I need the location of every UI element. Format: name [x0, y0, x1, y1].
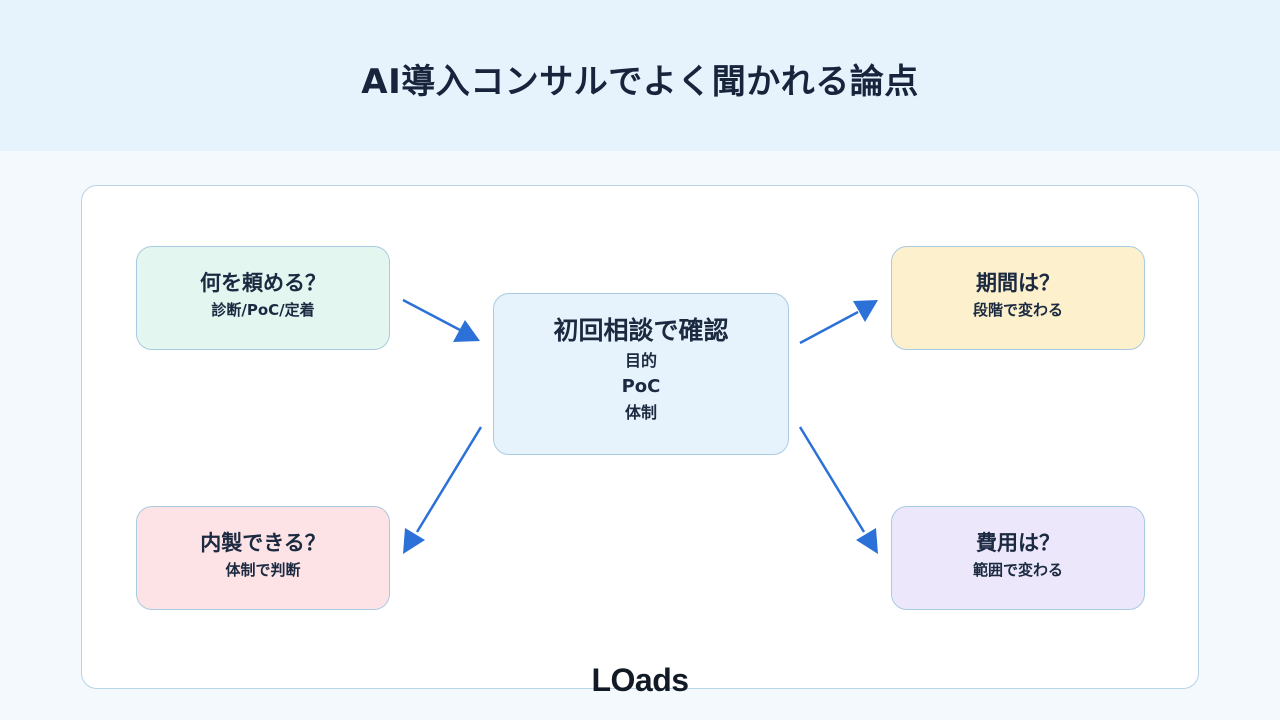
node-title: 費用は？ — [976, 531, 1060, 555]
node-title: 期間は？ — [976, 271, 1060, 295]
node-subtitle: 範囲で変わる — [972, 561, 1063, 579]
center-item-structure: 体制 — [624, 403, 657, 422]
center-item-poc: PoC — [621, 376, 661, 397]
arrow-center-to-bottomright — [798, 426, 878, 554]
node-duration: 期間は？ 段階で変わる — [891, 246, 1145, 350]
node-subtitle: 診断/PoC/定着 — [211, 301, 315, 319]
node-subtitle: 段階で変わる — [972, 301, 1063, 319]
node-first-consultation: 初回相談で確認 目的 PoC 体制 — [493, 293, 789, 455]
arrow-topleft-to-center — [402, 298, 480, 342]
center-item-purpose: 目的 — [624, 351, 657, 370]
page-title: AI導入コンサルでよく聞かれる論点 — [361, 62, 919, 102]
arrow-center-to-bottomleft — [403, 426, 483, 554]
node-in-house: 内製できる？ 体制で判断 — [136, 506, 390, 610]
node-title: 初回相談で確認 — [553, 316, 729, 345]
node-title: 何を頼める？ — [200, 271, 326, 295]
arrow-center-to-topright — [799, 300, 878, 345]
node-title: 内製できる？ — [200, 531, 326, 555]
node-what-can-we-ask: 何を頼める？ 診断/PoC/定着 — [136, 246, 390, 350]
node-cost: 費用は？ 範囲で変わる — [891, 506, 1145, 610]
header-band — [0, 0, 1280, 151]
loads-logo: LOads — [591, 662, 689, 698]
node-subtitle: 体制で判断 — [225, 561, 301, 579]
